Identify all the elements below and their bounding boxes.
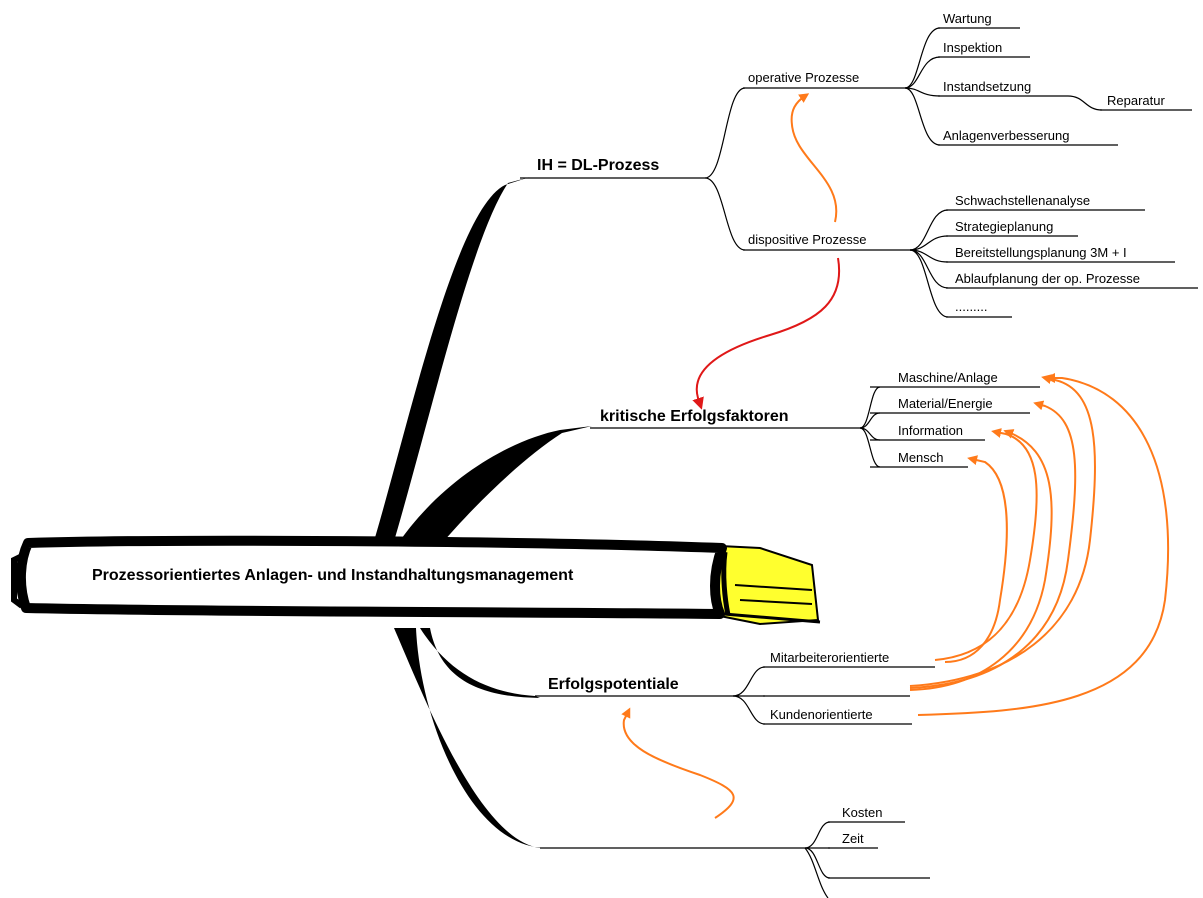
item-strategieplanung: Strategieplanung — [955, 219, 1054, 234]
arrow-middle-to-material — [909, 400, 1077, 689]
branch-to-kritische-erfolgsfaktoren — [395, 426, 592, 548]
branch-to-erfolgspotentiale — [420, 628, 540, 698]
arrow-dispositive-to-kritische-erfolgsfaktoren — [692, 257, 841, 410]
relationship-arrows — [621, 93, 1169, 819]
item-mensch: Mensch — [898, 450, 944, 465]
subtopic-dispositive-prozesse: dispositive Prozesse — [748, 232, 867, 247]
central-book — [11, 535, 821, 626]
item-mitarbeiterorientierte: Mitarbeiterorientierte — [770, 650, 890, 665]
topic-erfolgspotentiale: Erfolgspotentiale — [548, 676, 679, 693]
main-branches — [372, 177, 592, 848]
connector-lines — [520, 27, 1198, 898]
branch-to-ih-dl-prozess — [372, 177, 530, 548]
item-bereitstellungsplanung: Bereitstellungsplanung 3M + I — [955, 245, 1127, 260]
item-information: Information — [898, 423, 964, 438]
item-ellipsis: ......... — [955, 299, 988, 314]
arrow-bottom-to-erfolgspotentiale — [621, 707, 735, 819]
item-ablaufplanung: Ablaufplanung der op. Prozesse — [955, 271, 1141, 286]
item-schwachstellenanalyse: Schwachstellenanalyse — [955, 193, 1091, 208]
subtopic-operative-prozesse: operative Prozesse — [748, 70, 860, 85]
item-kosten: Kosten — [842, 805, 883, 820]
arrow-middle-to-maschine — [909, 374, 1096, 687]
item-inspektion: Inspektion — [943, 40, 1003, 55]
central-topic: Prozessorientiertes Anlagen- und Instand… — [92, 567, 574, 584]
item-anlagenverbesserung: Anlagenverbesserung — [943, 128, 1070, 143]
item-wartung: Wartung — [943, 11, 992, 26]
arrow-kunden-to-maschine — [917, 373, 1169, 716]
book-cover-white — [15, 535, 727, 619]
arrow-dispositive-to-operative — [790, 93, 838, 223]
arrow-mitarbeiter-to-information — [934, 428, 1038, 661]
topic-ih-dl-prozess: IH = DL-Prozess — [537, 157, 660, 174]
item-reparatur: Reparatur — [1107, 93, 1165, 108]
topic-kritische-erfolgsfaktoren: kritische Erfolgsfaktoren — [600, 408, 789, 425]
item-kundenorientierte: Kundenorientierte — [770, 707, 873, 722]
item-zeit: Zeit — [842, 831, 864, 846]
item-instandsetzung: Instandsetzung — [943, 79, 1032, 94]
branch-to-bottom — [394, 628, 545, 848]
arrow-mitarbeiter-to-mensch — [944, 455, 1008, 663]
item-maschine-anlage: Maschine/Anlage — [898, 370, 998, 385]
item-material-energie: Material/Energie — [898, 396, 993, 411]
